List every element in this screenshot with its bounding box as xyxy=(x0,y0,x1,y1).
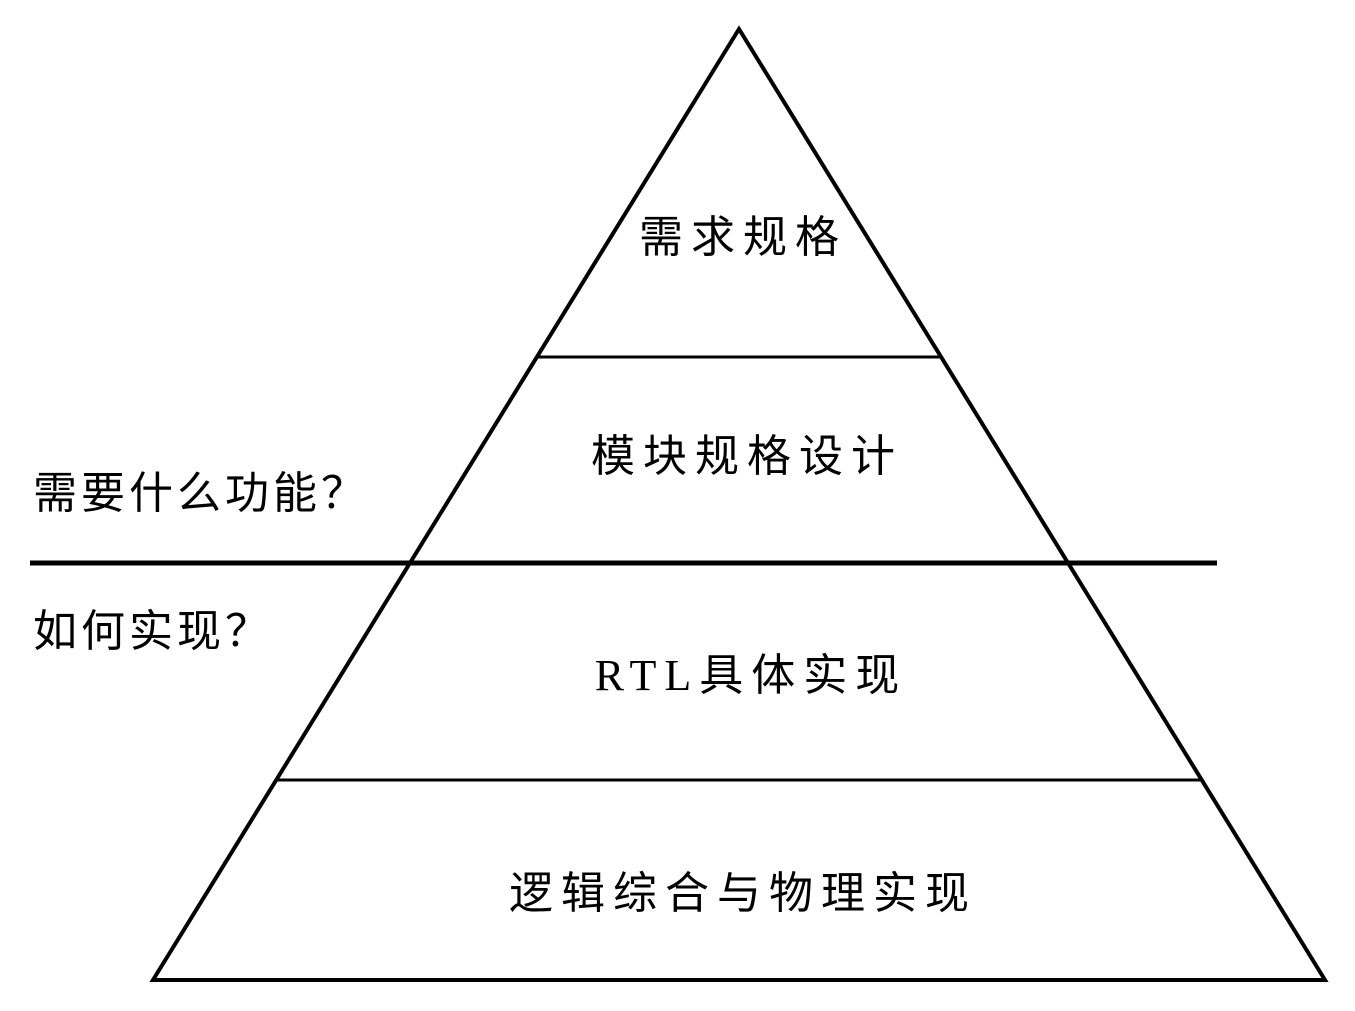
question-label-how-implement: 如何实现？ xyxy=(33,607,273,656)
pyramid-outline xyxy=(149,25,1329,982)
question-label-what-function: 需要什么功能？ xyxy=(33,469,369,518)
level-label-rtl: RTL具体实现 xyxy=(595,651,907,700)
level-label-requirements: 需求规格 xyxy=(639,213,847,262)
level-label-module-spec: 模块规格设计 xyxy=(591,432,903,481)
level-label-synthesis-physical: 逻辑综合与物理实现 xyxy=(509,869,977,918)
